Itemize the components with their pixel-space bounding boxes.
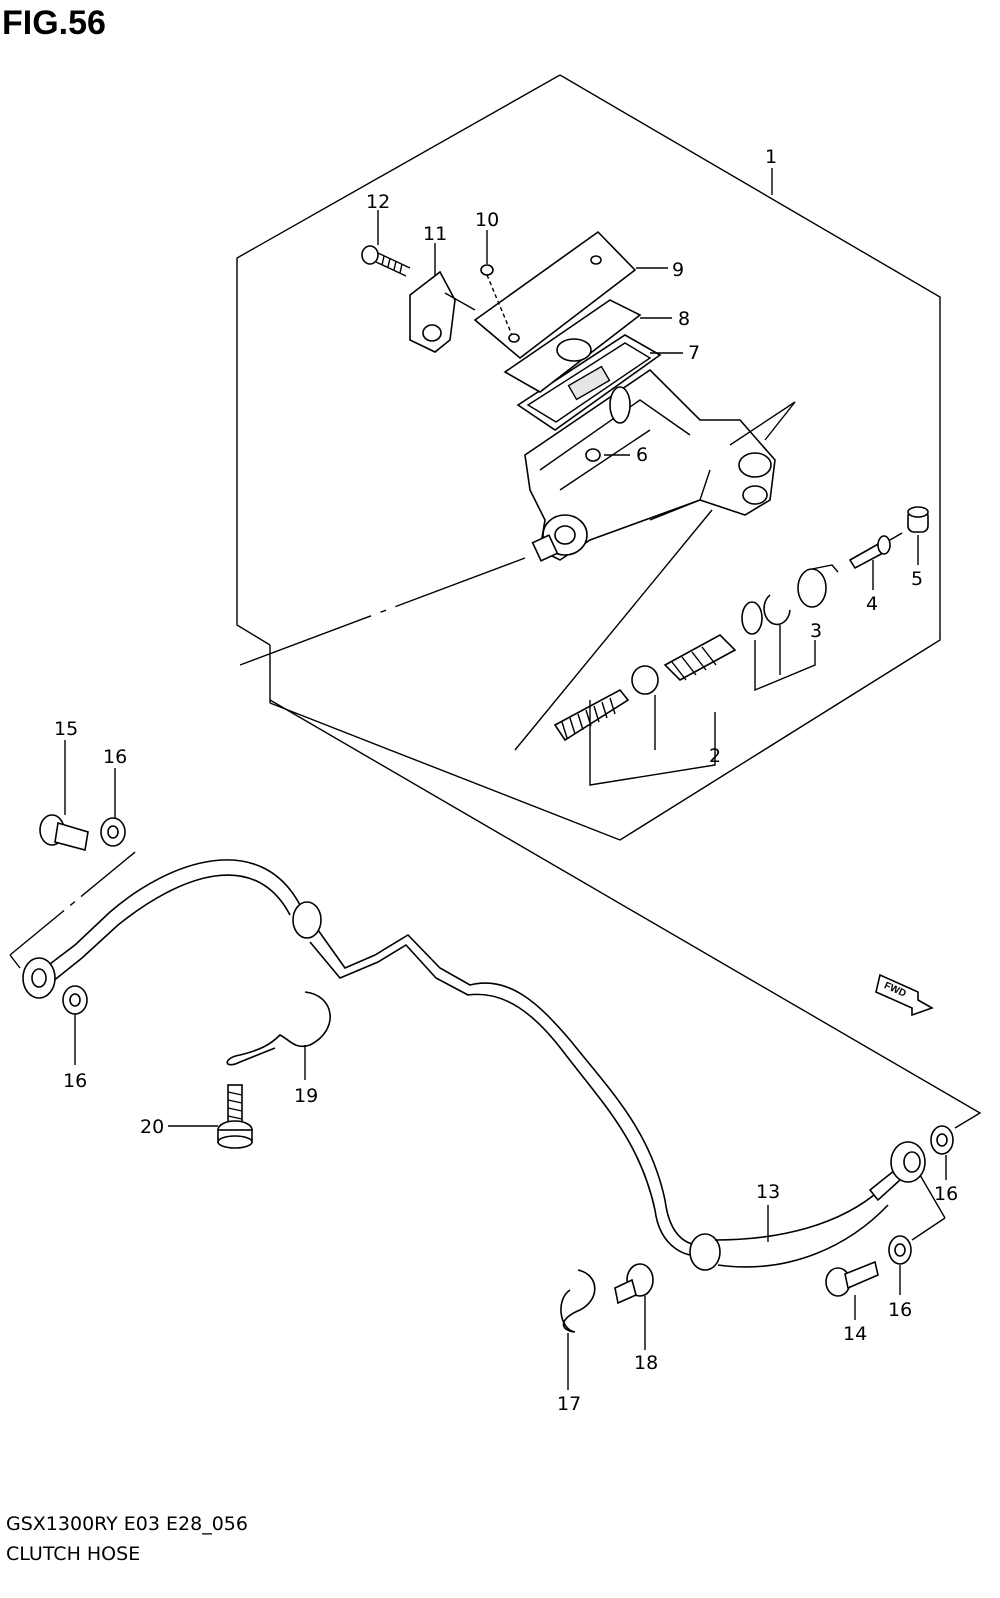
callout-16-left: 16 <box>63 1070 87 1092</box>
diaphragm <box>516 334 662 431</box>
callout-20: 20 <box>140 1116 164 1138</box>
callout-10: 10 <box>475 209 499 231</box>
callout-7: 7 <box>688 342 700 364</box>
leader-lines <box>64 168 947 1390</box>
master-cylinder-body <box>524 368 796 562</box>
push-rod <box>848 532 903 570</box>
assembly-outline <box>236 74 941 841</box>
figure-title: FIG.56 <box>2 4 106 42</box>
clamp-holder <box>409 270 476 353</box>
callout-15: 15 <box>54 718 78 740</box>
callout-12: 12 <box>366 191 390 213</box>
fitting-nut <box>585 448 601 462</box>
model-code: GSX1300RY E03 E28_056 <box>6 1513 248 1535</box>
callout-5: 5 <box>911 568 923 590</box>
callout-14: 14 <box>843 1323 867 1345</box>
callout-2: 2 <box>709 745 721 767</box>
callout-13: 13 <box>756 1181 780 1203</box>
piston-set <box>553 594 791 742</box>
callout-labels: 1 2 3 4 5 6 7 8 9 10 11 12 13 14 15 16 1… <box>54 146 958 1415</box>
hose-clamp-17 <box>560 1269 596 1333</box>
clamp-bolt <box>361 245 411 277</box>
callout-16-right-lower: 16 <box>888 1299 912 1321</box>
callout-17: 17 <box>557 1393 581 1415</box>
callout-11: 11 <box>423 223 447 245</box>
union-bolts <box>39 814 879 1297</box>
callout-16-right-upper: 16 <box>934 1183 958 1205</box>
clutch-hose <box>22 859 926 1271</box>
callout-8: 8 <box>678 308 690 330</box>
callout-19: 19 <box>294 1085 318 1107</box>
callout-4: 4 <box>866 593 878 615</box>
reservoir-cap <box>473 230 637 360</box>
callout-16-top: 16 <box>103 746 127 768</box>
callout-18: 18 <box>634 1352 658 1374</box>
assembly-name: CLUTCH HOSE <box>6 1543 141 1565</box>
dust-boot <box>907 506 929 533</box>
washers <box>62 817 954 1265</box>
callout-1: 1 <box>765 146 777 168</box>
bolt-20 <box>217 1084 253 1149</box>
hose-outline <box>9 509 982 1241</box>
callout-6: 6 <box>636 444 648 466</box>
diaphragm-plate <box>503 299 642 393</box>
callout-9: 9 <box>672 259 684 281</box>
cap-screw <box>480 264 513 336</box>
callout-3: 3 <box>810 620 822 642</box>
forward-arrow-icon: FWD <box>875 973 934 1017</box>
bolt-18 <box>614 1263 654 1305</box>
cylinder-seal <box>797 564 839 608</box>
hose-clamp-19 <box>226 991 331 1066</box>
